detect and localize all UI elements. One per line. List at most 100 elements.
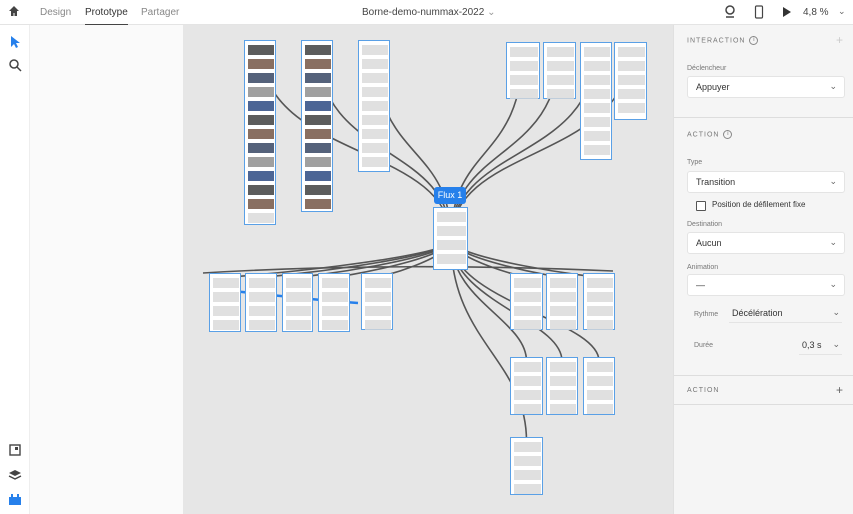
document-title[interactable]: Borne-demo-nummax-2022 ⌄ bbox=[362, 7, 495, 18]
type-value: Transition bbox=[696, 177, 736, 187]
artboard-thumbnail bbox=[362, 73, 388, 83]
type-select[interactable]: Transition⌄ bbox=[687, 171, 845, 193]
chevron-down-icon: ⌄ bbox=[829, 237, 837, 247]
chevron-down-icon: ⌄ bbox=[832, 307, 840, 317]
artboard-thumbnail bbox=[514, 390, 541, 400]
user-icon[interactable] bbox=[724, 5, 736, 19]
home-icon[interactable] bbox=[8, 5, 20, 17]
artboard-thumbnail bbox=[618, 75, 645, 85]
artboard-thumbnail bbox=[550, 292, 576, 302]
prototype-canvas[interactable]: Flux 1 bbox=[183, 25, 673, 514]
artboard-thumbnail bbox=[514, 442, 541, 452]
artboard-thumbnail bbox=[514, 306, 541, 316]
action-title: ACTION bbox=[687, 131, 720, 139]
artboard[interactable] bbox=[318, 273, 350, 332]
trigger-select[interactable]: Appuyer⌄ bbox=[687, 76, 845, 98]
artboard-thumbnail bbox=[514, 484, 541, 494]
artboard-thumbnail bbox=[286, 320, 311, 330]
select-tool-icon[interactable] bbox=[8, 35, 22, 49]
artboard[interactable] bbox=[510, 437, 543, 495]
info-icon[interactable]: i bbox=[749, 36, 759, 45]
tab-design[interactable]: Design bbox=[40, 7, 72, 18]
artboard-thumbnail bbox=[587, 390, 613, 400]
flow-label[interactable]: Flux 1 bbox=[434, 187, 466, 204]
artboard[interactable] bbox=[614, 42, 647, 120]
artboard-thumbnail bbox=[305, 143, 331, 153]
artboard-thumbnail bbox=[547, 75, 574, 85]
artboard-thumbnail bbox=[437, 212, 466, 222]
scroll-position-checkbox[interactable] bbox=[696, 201, 706, 211]
artboard[interactable] bbox=[361, 273, 393, 330]
plugins-icon[interactable] bbox=[8, 492, 22, 506]
artboard[interactable] bbox=[244, 40, 276, 225]
artboard-thumbnail bbox=[584, 47, 610, 57]
artboard-thumbnail bbox=[547, 61, 574, 71]
zoom-chevron-icon[interactable]: ⌄ bbox=[838, 6, 846, 16]
artboard[interactable] bbox=[583, 357, 615, 415]
artboard[interactable] bbox=[506, 42, 540, 99]
tab-prototype[interactable]: Prototype bbox=[85, 7, 128, 26]
artboard-thumbnail bbox=[286, 306, 311, 316]
animation-select[interactable]: —⌄ bbox=[687, 274, 845, 296]
artboard[interactable] bbox=[358, 40, 390, 172]
artboard-thumbnail bbox=[362, 115, 388, 125]
artboard-thumbnail bbox=[305, 115, 331, 125]
tab-share[interactable]: Partager bbox=[141, 7, 180, 18]
artboard-thumbnail bbox=[365, 306, 391, 316]
connection-wire[interactable] bbox=[259, 43, 452, 241]
artboard-thumbnail bbox=[305, 73, 331, 83]
artboard-thumbnail bbox=[587, 362, 613, 372]
artboard-thumbnail bbox=[510, 47, 538, 57]
left-toolbar bbox=[0, 25, 30, 514]
artboard[interactable] bbox=[546, 357, 578, 415]
artboard[interactable] bbox=[546, 273, 578, 330]
artboard[interactable] bbox=[543, 42, 576, 99]
artboard-thumbnail bbox=[305, 157, 331, 167]
artboard-thumbnail bbox=[514, 362, 541, 372]
connection-wire[interactable] bbox=[450, 239, 600, 278]
artboard[interactable] bbox=[301, 40, 333, 212]
artboard[interactable] bbox=[282, 273, 313, 332]
layers-icon[interactable] bbox=[8, 468, 22, 482]
artboard[interactable] bbox=[510, 357, 543, 415]
artboard-thumbnail bbox=[322, 278, 348, 288]
easing-select[interactable]: Décélération⌄ bbox=[729, 305, 842, 323]
destination-value: Aucun bbox=[696, 238, 722, 248]
divider bbox=[674, 117, 853, 118]
artboard-thumbnail bbox=[248, 59, 274, 69]
duration-select[interactable]: 0,3 s⌄ bbox=[799, 337, 842, 355]
device-preview-icon[interactable] bbox=[754, 5, 764, 19]
divider bbox=[674, 375, 853, 376]
artboard-thumbnail bbox=[587, 306, 613, 316]
artboard[interactable] bbox=[209, 273, 241, 332]
artboard-thumbnail bbox=[514, 456, 541, 466]
info-icon[interactable]: i bbox=[723, 130, 733, 139]
artboard-thumbnail bbox=[587, 278, 613, 288]
animation-label: Animation bbox=[687, 264, 719, 271]
artboard-thumbnail bbox=[249, 320, 275, 330]
zoom-level[interactable]: 4,8 % bbox=[803, 7, 829, 18]
destination-select[interactable]: Aucun ⌄ bbox=[687, 232, 845, 254]
artboard[interactable] bbox=[510, 273, 543, 330]
artboard-thumbnail bbox=[322, 306, 348, 316]
connection-wire[interactable] bbox=[202, 265, 614, 274]
play-icon[interactable] bbox=[782, 5, 792, 19]
artboard-thumbnail bbox=[437, 254, 466, 264]
assets-icon[interactable] bbox=[8, 443, 22, 457]
artboard[interactable] bbox=[245, 273, 277, 332]
artboard[interactable] bbox=[580, 42, 612, 160]
add-interaction-button[interactable]: + bbox=[835, 33, 843, 47]
artboard-thumbnail bbox=[437, 240, 466, 250]
artboard[interactable] bbox=[433, 207, 468, 270]
artboard-thumbnail bbox=[547, 89, 574, 99]
add-action-button[interactable]: + bbox=[835, 383, 843, 397]
artboard-thumbnail bbox=[305, 59, 331, 69]
interaction-title: INTERACTION bbox=[687, 37, 746, 45]
artboard-thumbnail bbox=[550, 376, 576, 386]
artboard[interactable] bbox=[583, 273, 615, 330]
artboard-thumbnail bbox=[305, 87, 331, 97]
artboard-thumbnail bbox=[510, 89, 538, 99]
artboard-thumbnail bbox=[213, 292, 239, 302]
search-icon[interactable] bbox=[8, 58, 22, 72]
